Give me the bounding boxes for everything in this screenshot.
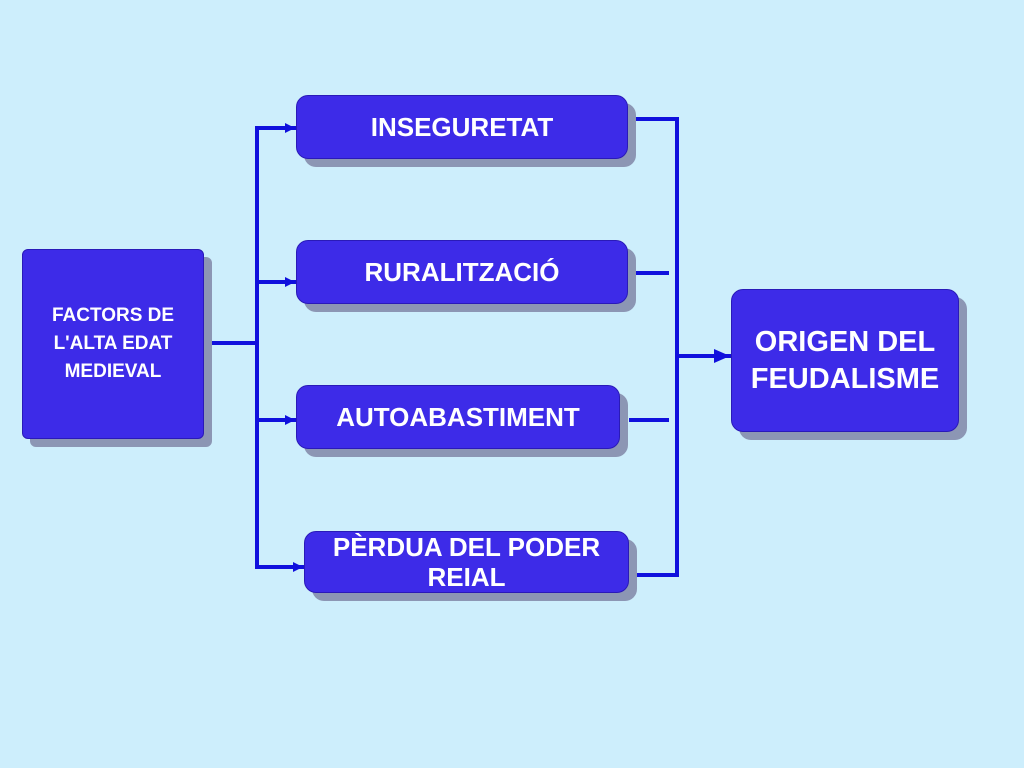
factor-node-autoabastiment: AUTOABASTIMENT — [296, 385, 620, 449]
source-node: FACTORS DE L'ALTA EDAT MEDIEVAL — [22, 249, 204, 439]
source-line-2: L'ALTA EDAT — [53, 333, 173, 354]
factor-label: INSEGURETAT — [370, 111, 554, 142]
factor-node-inseguretat: INSEGURETAT — [296, 95, 628, 159]
target-line-2: FEUDALISME — [750, 362, 940, 395]
factor-node-ruralitzacio: RURALITZACIÓ — [296, 240, 628, 304]
source-line-1: FACTORS DE — [51, 305, 175, 326]
factor-node-perdua: PÈRDUA DEL PODER REIAL — [304, 531, 629, 593]
factor-label: RURALITZACIÓ — [364, 256, 560, 287]
target-line-1: ORIGEN DEL — [754, 325, 936, 358]
target-node: ORIGEN DEL FEUDALISME — [731, 289, 959, 432]
factor-label-line-1: PÈRDUA DEL PODER — [332, 532, 601, 562]
factor-label-line-2: REIAL — [427, 562, 506, 592]
factor-label: AUTOABASTIMENT — [336, 401, 580, 432]
source-line-3: MEDIEVAL — [64, 361, 162, 382]
